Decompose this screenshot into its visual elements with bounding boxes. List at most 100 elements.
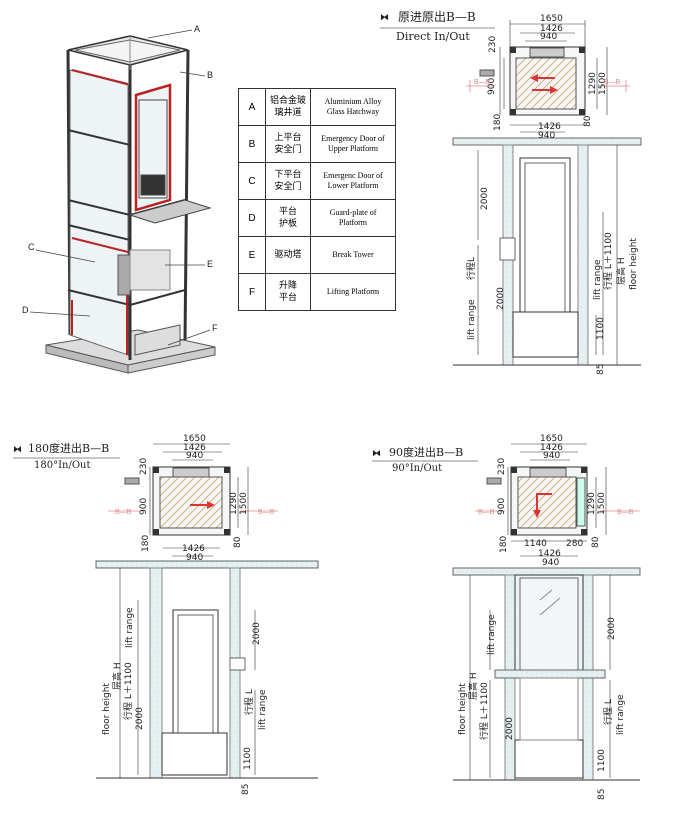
legend-key: F [238,273,266,311]
dim-940-180: 940 [186,451,203,461]
view-180-title-en: 180°In/Out [34,460,91,471]
travel-180: 行程 L [243,689,255,715]
dim-1426-180: 1426 [183,443,206,453]
legend-key: E [238,236,266,274]
dim-80-90: 80 [591,536,601,548]
legend-en: Lifting Platform [310,273,396,311]
dim-2000-b: 2000 [496,287,506,310]
view-180: ⧓ [13,443,319,779]
dim-1500-180: 1500 [239,492,249,515]
dim-2000: 2000 [480,187,490,210]
dim-85: 85 [596,364,606,375]
lift-range-90r: lift range [616,694,626,735]
legend-row-e: E 驱动塔 Break Tower [238,236,396,274]
travel-plus-90: 行程 L＋1100 [478,682,490,740]
floor-height-180: floor height [102,683,112,735]
label-a: A [194,24,201,34]
label-d: D [22,305,29,315]
legend-key: A [238,88,266,126]
floor-height-cn-90: 层高 H [467,672,479,700]
legend-key: D [238,199,266,237]
legend-cn: 上平台安全门 [265,125,311,163]
section-mark-left: B—B [474,79,491,86]
dim-2000-180: 2000 [252,622,262,645]
travel-90: 行程 L [602,699,614,725]
direct-title-en: Direct In/Out [396,30,470,43]
lift-range-180: lift range [125,607,135,648]
dim-1426: 1426 [540,24,563,34]
section-symbol-icon-180: ⧓ [13,445,22,455]
dim-85-180: 85 [241,784,251,795]
dim-1500: 1500 [598,72,608,95]
section-symbol-icon-90: ⧓ [372,449,381,459]
dim-2000-180b: 2000 [135,707,145,730]
dim-80: 80 [583,115,593,127]
dim-900: 900 [487,78,497,95]
legend-key: C [238,162,266,200]
view-180-title-cn: 180度进出B—B [28,442,110,455]
dim-1290-180: 1290 [229,492,239,515]
section-mark-180l: B—B [115,509,132,516]
dim-230-90: 230 [497,458,507,475]
direct-view: ⧓ [380,13,642,366]
view-90-title-en: 90°In/Out [392,463,443,474]
label-b: B [207,70,214,80]
floor-height-cn-label: 层高 H [615,257,627,285]
travel-plus-180: 行程 L＋1100 [122,662,134,720]
legend-en: Break Tower [310,236,396,274]
dim-2000-90: 2000 [607,617,617,640]
label-e: E [207,259,214,269]
legend-row-f: F 升降平台 Lifting Platform [238,273,396,311]
dim-1426-b: 1426 [538,122,561,132]
dim-940-90b: 940 [542,558,559,568]
dim-1426-90b: 1426 [538,549,561,559]
dim-1290-90: 1290 [587,492,597,515]
dim-180-90: 180 [499,536,509,553]
floor-height-cn-180: 层高 H [111,662,123,690]
dim-85-90: 85 [597,789,607,800]
dim-230: 230 [488,36,498,53]
travel-plus-label: 行程 L＋1100 [602,232,614,290]
floor-height-90: floor height [458,683,468,735]
dim-940: 940 [540,32,557,42]
legend-cn: 下平台安全门 [265,162,311,200]
dim-1290: 1290 [588,72,598,95]
lift-range-label-r: lift range [593,259,603,300]
dim-1426-90: 1426 [540,443,563,453]
legend-key: B [238,125,266,163]
dim-1140-90: 1140 [524,539,547,549]
dim-940-b: 940 [538,131,555,141]
view-90: ⧓ [372,443,641,781]
dim-1650-90: 1650 [540,434,563,444]
dim-280-90: 280 [566,539,583,549]
dim-1100-90: 1100 [597,749,607,772]
dim-940-90: 940 [543,451,560,461]
lift-range-cn-label: 行程L [465,257,477,280]
section-mark-90l: B—B [478,509,495,516]
section-mark-180r: B—B [258,509,275,516]
dim-1426-180b: 1426 [182,544,205,554]
legend-cn: 驱动塔 [265,236,311,274]
lift-range-90: lift range [487,614,497,655]
dim-1650-180: 1650 [183,434,206,444]
floor-height-label: floor height [629,238,639,290]
dim-1100: 1100 [596,317,606,340]
legend-cn: 平台护板 [265,199,311,237]
lift-range-label: lift range [467,299,477,340]
view-90-title-cn: 90度进出B—B [389,446,464,459]
dim-900-90: 900 [497,498,507,515]
label-f: F [212,323,218,333]
section-symbol-icon: ⧓ [380,13,389,23]
dim-900-180: 900 [139,498,149,515]
isometric-elevator-view [29,29,216,374]
dim-230-180: 230 [139,458,149,475]
